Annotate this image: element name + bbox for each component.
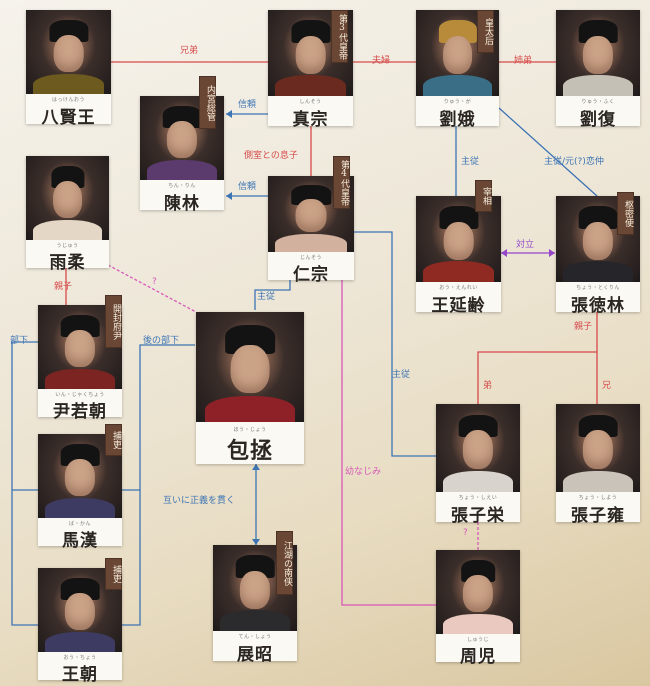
rel-oyako-1: 親子 <box>54 282 73 292</box>
rel-shujuu-3: 主従 <box>257 292 276 302</box>
arrow-tenshou-down <box>252 539 260 545</box>
line-jinso-choushiei <box>354 231 436 457</box>
arrow-chinrin-1 <box>226 110 232 118</box>
title-chinrin: 内宮総管 <box>199 76 216 129</box>
rel-sokushitsu: 側室との息子 <box>244 151 298 161</box>
rel-question-2: ? <box>463 528 468 538</box>
card-shuuji: しゅうじ 周児 <box>436 550 520 667</box>
rel-kyoudai: 兄弟 <box>180 46 199 56</box>
rel-tairitsu: 対立 <box>516 240 535 250</box>
rel-ani: 兄 <box>602 381 612 391</box>
title-choutokurin: 枢密使 <box>617 192 634 235</box>
title-jinso: 第4代皇帝 <box>333 156 350 209</box>
card-shinso: しんそう 真宗 <box>268 10 353 130</box>
rel-question-1: ? <box>152 277 157 287</box>
arrow-chinrin-2 <box>226 192 232 200</box>
line-choutokurin-children <box>477 280 598 404</box>
card-outeirei: おう・えんれい 王延齢 <box>416 196 501 316</box>
line-houjou-oucho <box>122 490 141 626</box>
title-shinso: 第3代皇帝 <box>331 10 348 63</box>
title-outeirei: 宰相 <box>475 180 492 212</box>
rel-shujuu-2: 主従/元(?)恋仲 <box>544 157 604 167</box>
rel-shinrai-1: 信頼 <box>238 100 257 110</box>
arrow-houjou-up <box>252 464 260 470</box>
card-houjou: ほう・じょう 包拯 <box>196 312 304 464</box>
line-jinso-shuuji <box>341 280 436 606</box>
title-tenshou: 江湖の南侠 <box>276 531 293 595</box>
title-oucho: 捕吏 <box>105 558 122 590</box>
rel-shujuu-4: 主従 <box>392 370 411 380</box>
arrow-tairitsu-left <box>501 249 507 257</box>
rel-buka: 部下 <box>10 336 29 346</box>
rel-seigi: 互いに正義を貫く <box>163 496 236 506</box>
rel-otouto: 弟 <box>483 381 493 391</box>
title-injakuchou: 開封府尹 <box>105 295 122 348</box>
card-choushiei: ちょう・しえい 張子栄 <box>436 404 520 526</box>
card-ryufuku: りゅう・ふく 劉復 <box>556 10 640 130</box>
card-bakan: ば・かん 馬漢 <box>38 434 122 551</box>
line-ryuga-choutokurin <box>498 107 598 197</box>
line-ujuu-houjou <box>107 264 197 313</box>
rel-oyako-2: 親子 <box>574 322 593 332</box>
rel-nochinobuka: 後の部下 <box>143 336 180 346</box>
arrow-tairitsu-right <box>549 249 555 257</box>
line-buka <box>11 341 38 626</box>
card-hachikenno: はっけんおう 八賢王 <box>26 10 111 128</box>
rel-osananajimi: 幼なじみ <box>345 467 382 477</box>
title-bakan: 捕吏 <box>105 424 122 456</box>
line-jinso-houjou <box>254 280 291 310</box>
rel-fuufu: 夫婦 <box>372 56 391 66</box>
rel-shinrai-2: 信頼 <box>238 182 257 192</box>
card-choushiyou: ちょう・しよう 張子雍 <box>556 404 640 526</box>
rel-shitei: 姉弟 <box>514 56 533 66</box>
card-ujuu: うじゅう 雨柔 <box>26 156 109 273</box>
card-tenshou: てん・しょう 展昭 <box>213 545 297 665</box>
title-ryuga: 皇太后 <box>477 10 494 53</box>
rel-shujuu-1: 主従 <box>461 157 480 167</box>
